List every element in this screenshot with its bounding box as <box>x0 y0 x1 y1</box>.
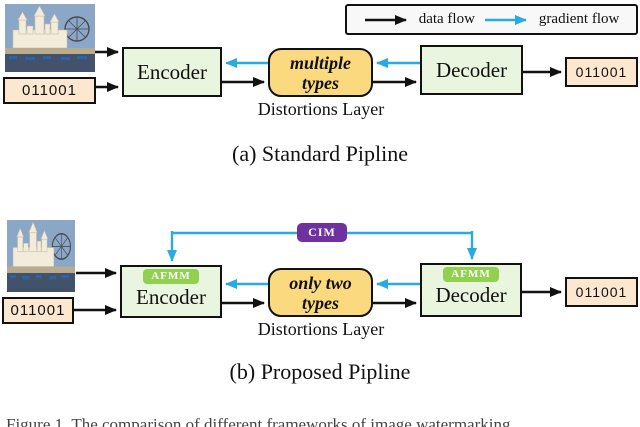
a-input-message-box: 011001 <box>3 77 96 104</box>
b-output-message: 011001 <box>575 284 628 300</box>
cover-image-thumbnail <box>7 220 75 292</box>
b-decoder-box: AFMM Decoder <box>420 263 522 317</box>
b-encoder-label: Encoder <box>136 285 206 309</box>
a-decoder-box: Decoder <box>420 45 523 95</box>
b-decoder-label: Decoder <box>435 283 507 307</box>
b-cim-label: CIM <box>308 225 336 239</box>
figure-caption-fragment: Figure 1. The comparison of different fr… <box>6 415 511 427</box>
b-decoder-afmm-badge: AFMM <box>443 267 499 282</box>
a-distortion-box: multiple types <box>268 48 373 97</box>
legend-gradient-flow-label: gradient flow <box>538 11 620 27</box>
legend-data-flow-label: data flow <box>418 11 475 27</box>
a-distortion-text: multiple types <box>289 52 351 93</box>
legend: data flow gradient flow <box>345 4 638 35</box>
b-input-message-box: 011001 <box>2 297 74 324</box>
a-decoder-label: Decoder <box>435 57 508 82</box>
b-output-message-box: 011001 <box>565 277 638 307</box>
a-distortions-layer-label: Distortions Layer <box>257 99 385 119</box>
a-output-message: 011001 <box>575 64 628 80</box>
a-encoder-box: Encoder <box>122 47 222 97</box>
a-encoder-label: Encoder <box>137 59 207 84</box>
b-encoder-afmm-badge: AFMM <box>143 269 199 284</box>
b-caption: (b) Proposed Pipline <box>229 359 411 384</box>
b-input-message: 011001 <box>10 302 66 319</box>
cover-image-thumbnail <box>5 4 95 72</box>
b-encoder-box: AFMM Encoder <box>120 265 222 318</box>
a-input-message: 011001 <box>22 82 77 99</box>
a-caption: (a) Standard Pipline <box>232 141 408 166</box>
a-output-message-box: 011001 <box>565 57 638 87</box>
gradient-flow-arrow-icon <box>484 14 527 25</box>
b-cim-module: CIM <box>297 223 347 242</box>
b-distortion-box: only two types <box>268 268 373 317</box>
b-distortion-text: only two types <box>289 272 352 313</box>
data-flow-arrow-icon <box>364 14 407 25</box>
b-distortions-layer-label: Distortions Layer <box>257 319 385 339</box>
